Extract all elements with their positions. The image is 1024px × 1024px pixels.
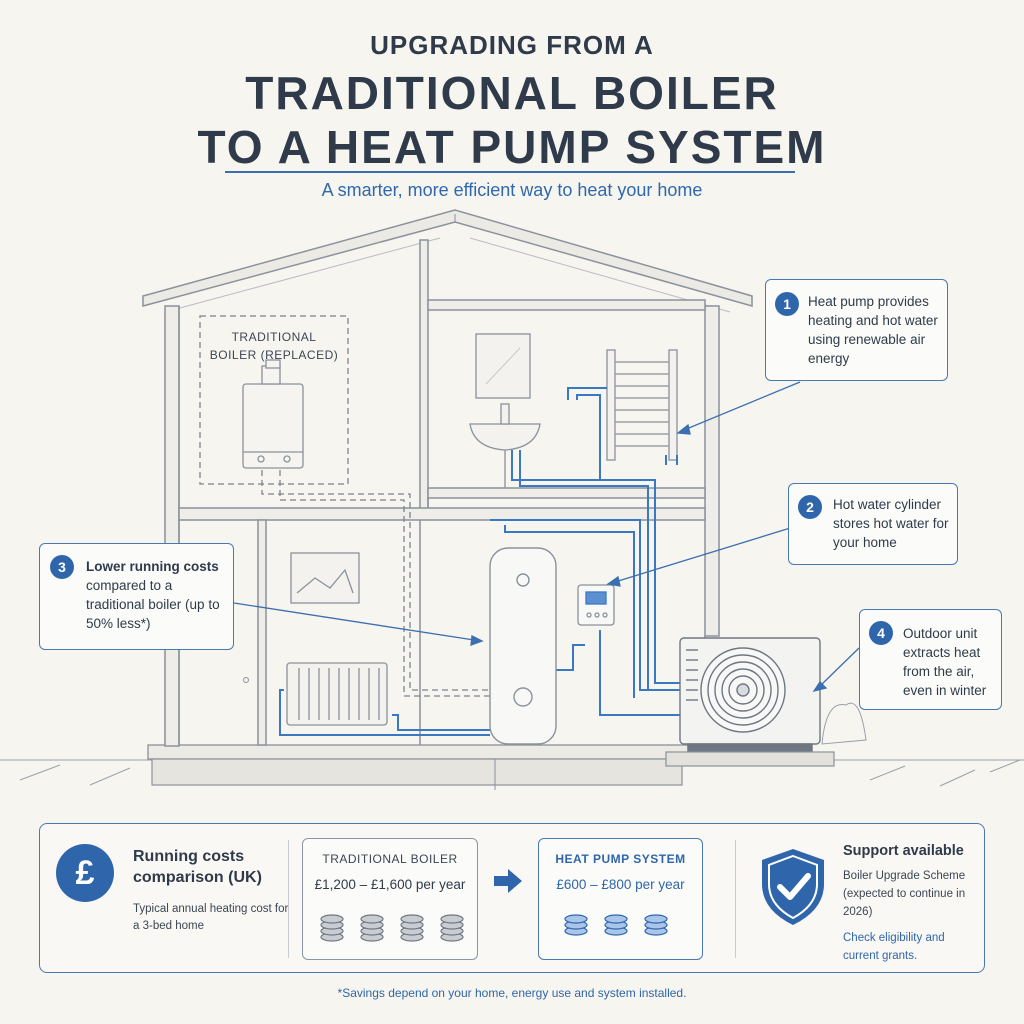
wall-picture — [290, 552, 360, 604]
new-coin-stacks — [564, 914, 668, 936]
radiator — [286, 662, 388, 726]
callout-heat-pump: 1 Heat pump provides heating and hot wat… — [765, 279, 948, 381]
heat-pump-cost-box: HEAT PUMP SYSTEM £600 – £800 per year — [538, 838, 703, 960]
comparison-title: Running costs comparison (UK) — [133, 848, 262, 886]
unit-base-slab — [665, 751, 835, 767]
coin-stack-icon — [400, 914, 424, 942]
heating-pipes — [279, 387, 705, 736]
title-line-1: TRADITIONAL BOILER — [245, 67, 779, 119]
coin-stack-icon — [564, 914, 588, 936]
thermostat-controller — [577, 584, 615, 626]
footnote: *Savings depend on your home, energy use… — [337, 986, 687, 1000]
callout-hot-water-cylinder: 2 Hot water cylinder stores hot water fo… — [788, 483, 958, 565]
old-system-label: TRADITIONAL BOILER — [322, 852, 458, 866]
callout-body-3: compared to a traditional boiler (up to … — [86, 578, 220, 631]
house-walls — [164, 239, 720, 747]
new-system-label: HEAT PUMP SYSTEM — [555, 852, 686, 866]
callout-outdoor-unit: 4 Outdoor unit extracts heat from the ai… — [859, 609, 1002, 710]
callout-running-costs: 3 Lower running costs compared to a trad… — [39, 543, 234, 650]
title-underline — [225, 171, 795, 173]
pound-icon: £ — [56, 844, 114, 902]
washbasin — [469, 403, 541, 488]
callout-text-2: Hot water cylinder stores hot water for … — [833, 497, 949, 550]
eligibility-link[interactable]: Check eligibility and current grants. — [843, 932, 945, 962]
coin-stack-icon — [320, 914, 344, 942]
old-system-price: £1,200 – £1,600 per year — [314, 877, 466, 892]
comparison-note: Typical annual heating cost for a 3-bed … — [133, 903, 289, 932]
callout-number-1: 1 — [775, 292, 799, 316]
panel-divider — [735, 840, 736, 958]
bush — [821, 702, 867, 745]
callout-text-4: Outdoor unit extracts heat from the air,… — [903, 626, 987, 698]
coin-stack-icon — [360, 914, 384, 942]
boiler-replaced-outline — [199, 315, 349, 485]
callout-leaders — [233, 381, 860, 693]
traditional-boiler — [242, 359, 304, 469]
support-body: Boiler Upgrade Scheme (expected to conti… — [843, 870, 966, 918]
new-system-price: £600 – £800 per year — [556, 877, 685, 892]
house-foundation — [147, 744, 689, 760]
coin-stack-icon — [644, 914, 668, 936]
arrow-right-icon — [494, 869, 522, 893]
callout-text-1: Heat pump provides heating and hot water… — [808, 294, 938, 366]
coin-stack-icon — [440, 914, 464, 942]
towel-radiator — [606, 349, 678, 461]
hot-water-cylinder — [489, 547, 557, 745]
roof — [142, 209, 753, 307]
old-pipes — [261, 470, 490, 697]
shield-check-icon — [762, 849, 824, 925]
coin-stack-icon — [604, 914, 628, 936]
traditional-boiler-cost-box: TRADITIONAL BOILER £1,200 – £1,600 per y… — [302, 838, 478, 960]
callout-number-2: 2 — [798, 495, 822, 519]
panel-divider — [288, 840, 289, 958]
title-line-2: TO A HEAT PUMP SYSTEM — [197, 121, 827, 173]
boiler-replaced-label: TRADITIONAL BOILER (REPLACED) — [209, 330, 339, 362]
cost-comparison-panel — [39, 823, 985, 973]
subtitle: A smarter, more efficient way to heat yo… — [321, 180, 703, 200]
old-coin-stacks — [320, 914, 464, 942]
outdoor-heat-pump-unit — [679, 637, 821, 753]
callout-text-3: Lower running costs compared to a tradit… — [86, 557, 231, 633]
callout-number-3: 3 — [50, 555, 74, 579]
callout-number-4: 4 — [869, 621, 893, 645]
callout-lead-3: Lower running costs — [86, 559, 219, 574]
supertitle: UPGRADING FROM A — [370, 30, 654, 60]
support-title: Support available — [843, 843, 964, 859]
